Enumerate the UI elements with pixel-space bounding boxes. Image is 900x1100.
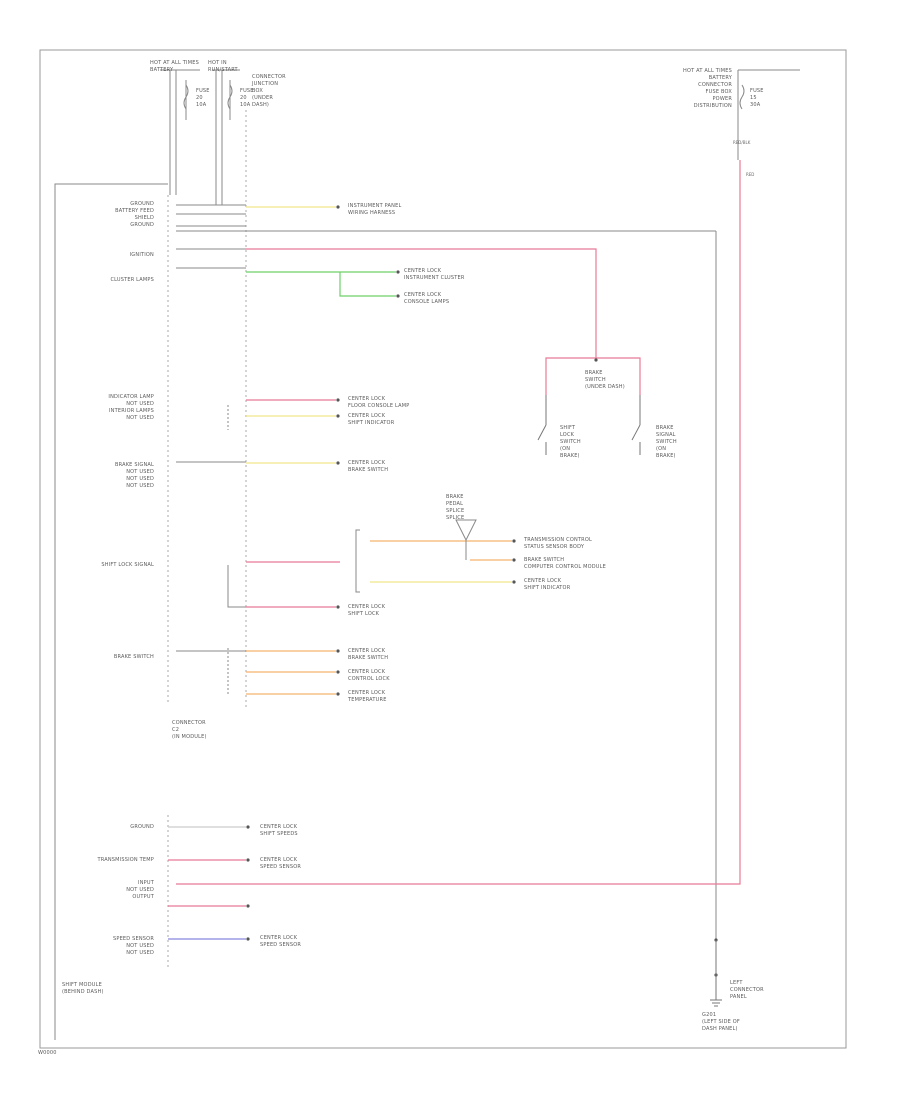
- red-feed-wire: [176, 160, 741, 885]
- fuse1-label: HOT AT ALL TIMES BATTERY: [150, 60, 199, 73]
- fuse2-amp: FUSE 20 10A: [240, 88, 254, 108]
- module-output-wires: [168, 206, 512, 940]
- switch-block-title: BRAKE SWITCH (UNDER DASH): [585, 370, 625, 390]
- ground-symbol: [710, 940, 722, 1007]
- right-label-9: CENTER LOCK SHIFT INDICATOR: [524, 578, 571, 591]
- fuse-right: [737, 69, 800, 160]
- connector-c2-label: CONNECTOR C2 (IN MODULE): [172, 720, 207, 740]
- right-label-10: CENTER LOCK SHIFT LOCK: [348, 604, 386, 617]
- switch-right-label: BRAKE SIGNAL SWITCH (ON BRAKE): [656, 425, 677, 459]
- left-label-3: CLUSTER LAMPS: [110, 277, 154, 283]
- right-label-11: CENTER LOCK BRAKE SWITCH: [348, 648, 389, 661]
- left-label-7: BRAKE SWITCH: [113, 654, 154, 660]
- right-label-3: CENTER LOCK CONSOLE LAMPS: [404, 292, 450, 305]
- diagram-frame: [39, 49, 847, 1049]
- left-label-10: INPUT NOT USED OUTPUT: [126, 880, 154, 900]
- fuse-right-wire2: RED: [746, 172, 755, 177]
- right-label-7: TRANSMISSION CONTROL STATUS SENSOR BODY: [524, 537, 592, 550]
- shift-module-label: SHIFT MODULE (BEHIND DASH): [62, 982, 104, 995]
- fuse-right-amp: FUSE 15 30A: [750, 88, 764, 108]
- left-label-9: TRANSMISSION TEMP: [97, 857, 154, 863]
- junction-box-label: CONNECTOR JUNCTION BOX (UNDER DASH): [252, 74, 286, 108]
- right-label-8: BRAKE SWITCH COMPUTER CONTROL MODULE: [524, 557, 607, 570]
- right-label-14: CENTER LOCK SHIFT SPEEDS: [260, 824, 298, 837]
- brake-switches: [537, 395, 641, 455]
- left-label-1: GROUND BATTERY FEED SHIELD GROUND: [115, 201, 154, 228]
- switch-left-label: SHIFT LOCK SWITCH (ON BRAKE): [560, 425, 581, 459]
- left-label-11: SPEED SENSOR NOT USED NOT USED: [112, 936, 154, 956]
- connector-right-label: LEFT CONNECTOR PANEL: [730, 980, 764, 1000]
- right-label-12: CENTER LOCK CONTROL LOCK: [348, 669, 390, 682]
- switch-branch: [545, 357, 641, 395]
- right-label-15: CENTER LOCK SPEED SENSOR: [260, 857, 302, 870]
- right-label-1: INSTRUMENT PANEL WIRING HARNESS: [348, 203, 402, 216]
- right-label-6: CENTER LOCK BRAKE SWITCH: [348, 460, 389, 473]
- fuse-group-left: [160, 69, 240, 205]
- gray-leads: [176, 204, 717, 940]
- connector-tips: [246, 205, 718, 977]
- right-label-16: CENTER LOCK SPEED SENSOR: [260, 935, 302, 948]
- right-label-5: CENTER LOCK SHIFT INDICATOR: [348, 413, 395, 426]
- right-label-13: CENTER LOCK TEMPERATURE: [348, 690, 387, 703]
- ground-bus-line: [54, 183, 168, 1040]
- fuse2-label: HOT IN RUN/START: [208, 60, 238, 73]
- fuse-right-label: HOT AT ALL TIMES BATTERY CONNECTOR FUSE …: [683, 68, 732, 109]
- left-label-8: GROUND: [130, 824, 154, 830]
- splice-bracket: [227, 405, 477, 695]
- figure-code: W0000: [38, 1050, 57, 1056]
- right-label-4: CENTER LOCK FLOOR CONSOLE LAMP: [348, 396, 410, 409]
- ignition-wire: [246, 248, 597, 360]
- fuse1-amp: FUSE 20 10A: [196, 88, 210, 108]
- left-label-5: BRAKE SIGNAL NOT USED NOT USED NOT USED: [114, 462, 154, 489]
- fuse-right-wire: RED/BLK: [733, 140, 751, 145]
- left-label-4: INDICATOR LAMP NOT USED INTERIOR LAMPS N…: [108, 394, 154, 421]
- right-label-2: CENTER LOCK INSTRUMENT CLUSTER: [404, 268, 465, 281]
- left-label-6: SHIFT LOCK SIGNAL: [101, 562, 154, 568]
- green-wires: [246, 271, 396, 297]
- left-label-2: IGNITION: [129, 252, 154, 258]
- splice-label: BRAKE PEDAL SPLICE SPLICE: [446, 494, 465, 521]
- ground-label: G201 (LEFT SIDE OF DASH PANEL): [702, 1012, 740, 1032]
